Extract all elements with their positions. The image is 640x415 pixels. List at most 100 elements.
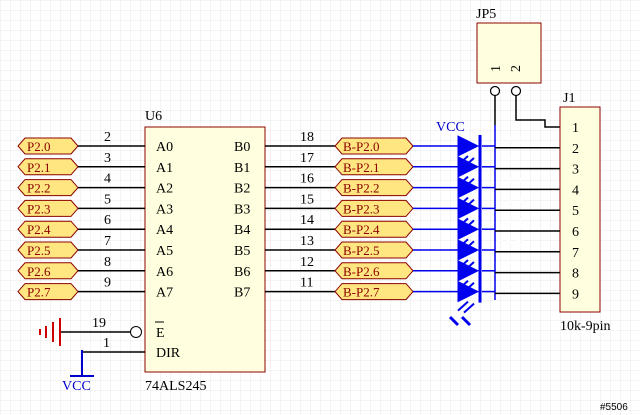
- j1-net-label: P2.5: [497, 238, 522, 253]
- j1-pin-number: 6: [572, 225, 579, 240]
- jp5-pin-1: [489, 85, 501, 97]
- j1-connector[interactable]: J1 10k-9pin: [559, 91, 611, 334]
- vcc-symbol-dir: VCC: [62, 350, 94, 394]
- port-P2-7: [17, 283, 79, 301]
- b-pin-number: 14: [300, 213, 314, 228]
- port-B-P2-3: [334, 199, 414, 217]
- jp5-pin-2: [510, 85, 522, 97]
- led-triangle: [457, 218, 480, 241]
- b-pin-name: B2: [234, 182, 250, 197]
- b-pin-row: B5 13B-P2.5: [234, 234, 458, 259]
- a-pin-name: A5: [156, 244, 173, 259]
- j1-pin-number: 2: [572, 142, 579, 157]
- a-pin-name: A2: [156, 182, 173, 197]
- j1-pin-number: 5: [572, 204, 579, 219]
- a-pin-name: A7: [156, 286, 173, 301]
- a-pin-name: A0: [156, 140, 173, 155]
- port-label: P2.4: [27, 222, 51, 237]
- u6-oe-pin: 19 E: [60, 316, 165, 341]
- led-triangle: [457, 176, 480, 199]
- j1-pin-number: 9: [572, 287, 579, 302]
- oe-pin-name: E: [156, 326, 165, 341]
- port-P2-3: [17, 199, 79, 217]
- oe-pin-number: 19: [92, 316, 106, 331]
- port-label: P2.2: [27, 181, 50, 196]
- j1-net-label: P2.6: [497, 259, 522, 274]
- j1-pin-number: 4: [572, 183, 579, 198]
- port-label: B-P2.7: [343, 285, 380, 300]
- jp5-pin-2-label: 2: [509, 65, 524, 72]
- watermark: #5506: [600, 402, 628, 413]
- j1-pin-number: 1: [572, 121, 579, 136]
- b-pin-number: 13: [300, 234, 314, 249]
- port-B-P2-7: [334, 283, 414, 301]
- a-pin-number: 8: [104, 255, 111, 270]
- jp5-designator: JP5: [476, 7, 496, 22]
- port-P2-5: [17, 241, 79, 259]
- a-pin-number: 2: [104, 130, 111, 145]
- a-pin-row: P2.0 2A0: [17, 130, 173, 155]
- port-label: B-P2.6: [343, 264, 380, 279]
- j1-net-label: P2.0: [497, 134, 522, 149]
- led-emission: [463, 302, 475, 314]
- oe-inversion-bubble: [130, 326, 142, 338]
- b-pin-number: 12: [300, 255, 314, 270]
- a-pin-number: 3: [104, 151, 111, 166]
- j1-body: [559, 106, 601, 313]
- b-pin-number: 11: [300, 276, 313, 291]
- port-label: P2.3: [27, 201, 50, 216]
- b-pin-name: B5: [234, 244, 250, 259]
- b-pin-number: 15: [300, 192, 314, 207]
- jp5-pin-1-label: 1: [489, 65, 504, 72]
- led-triangle: [457, 155, 480, 178]
- port-label: B-P2.5: [343, 243, 379, 258]
- b-pin-number: 17: [300, 151, 314, 166]
- vcc-label-dir: VCC: [62, 379, 91, 394]
- u6-designator: U6: [145, 109, 162, 124]
- a-pin-number: 5: [104, 192, 111, 207]
- led-array: [448, 125, 496, 327]
- port-B-P2-4: [334, 220, 414, 238]
- a-pin-name: A6: [156, 265, 173, 280]
- j1-pin-number: 7: [572, 246, 579, 261]
- port-B-P2-1: [334, 158, 414, 176]
- b-pin-row: B3 15B-P2.3: [234, 192, 458, 217]
- port-label: P2.6: [27, 264, 51, 279]
- j1-designator: J1: [563, 91, 575, 106]
- port-label: B-P2.3: [343, 201, 379, 216]
- port-label: P2.0: [27, 139, 50, 154]
- jp5-connector[interactable]: JP5 1 2: [476, 7, 568, 128]
- port-P2-1: [17, 158, 79, 176]
- led-emission: [457, 300, 469, 312]
- u6-a-pins: P2.02A0P2.13A1P2.24A2P2.35A3P2.46A4P2.57…: [17, 130, 173, 301]
- b-pin-name: B1: [234, 161, 250, 176]
- u6-chip[interactable]: U6 74ALS245: [144, 109, 266, 394]
- a-pin-number: 7: [104, 234, 111, 249]
- diode-array-vcc-label: VCC: [436, 120, 465, 135]
- j1-pins: 12P2.03P2.14P2.25P2.36P2.47P2.58P2.69P2.…: [495, 121, 579, 302]
- jp5-body: [476, 22, 542, 84]
- a-pin-name: A1: [156, 161, 173, 176]
- a-pin-name: A4: [156, 223, 173, 238]
- j1-pin-number: 8: [572, 267, 579, 282]
- a-pin-number: 4: [104, 172, 111, 187]
- b-pin-name: B4: [234, 223, 250, 238]
- port-B-P2-6: [334, 262, 414, 280]
- j1-pin-number: 3: [572, 163, 579, 178]
- port-P2-0: [17, 137, 79, 155]
- port-B-P2-5: [334, 241, 414, 259]
- b-pin-name: B3: [234, 202, 250, 217]
- led-emission-arrow: [448, 315, 460, 327]
- j1-net-label: P2.4: [497, 217, 522, 232]
- led-triangle: [457, 239, 480, 261]
- u6-b-pins: B018B-P2.0B117B-P2.1B216B-P2.2B315B-P2.3…: [234, 130, 458, 301]
- b-pin-name: B7: [234, 286, 250, 301]
- dir-pin-name: DIR: [156, 346, 181, 361]
- a-pin-row: P2.6 8A6: [17, 255, 173, 280]
- j1-net-label: P2.2: [497, 175, 522, 190]
- a-pin-number: 9: [104, 276, 111, 291]
